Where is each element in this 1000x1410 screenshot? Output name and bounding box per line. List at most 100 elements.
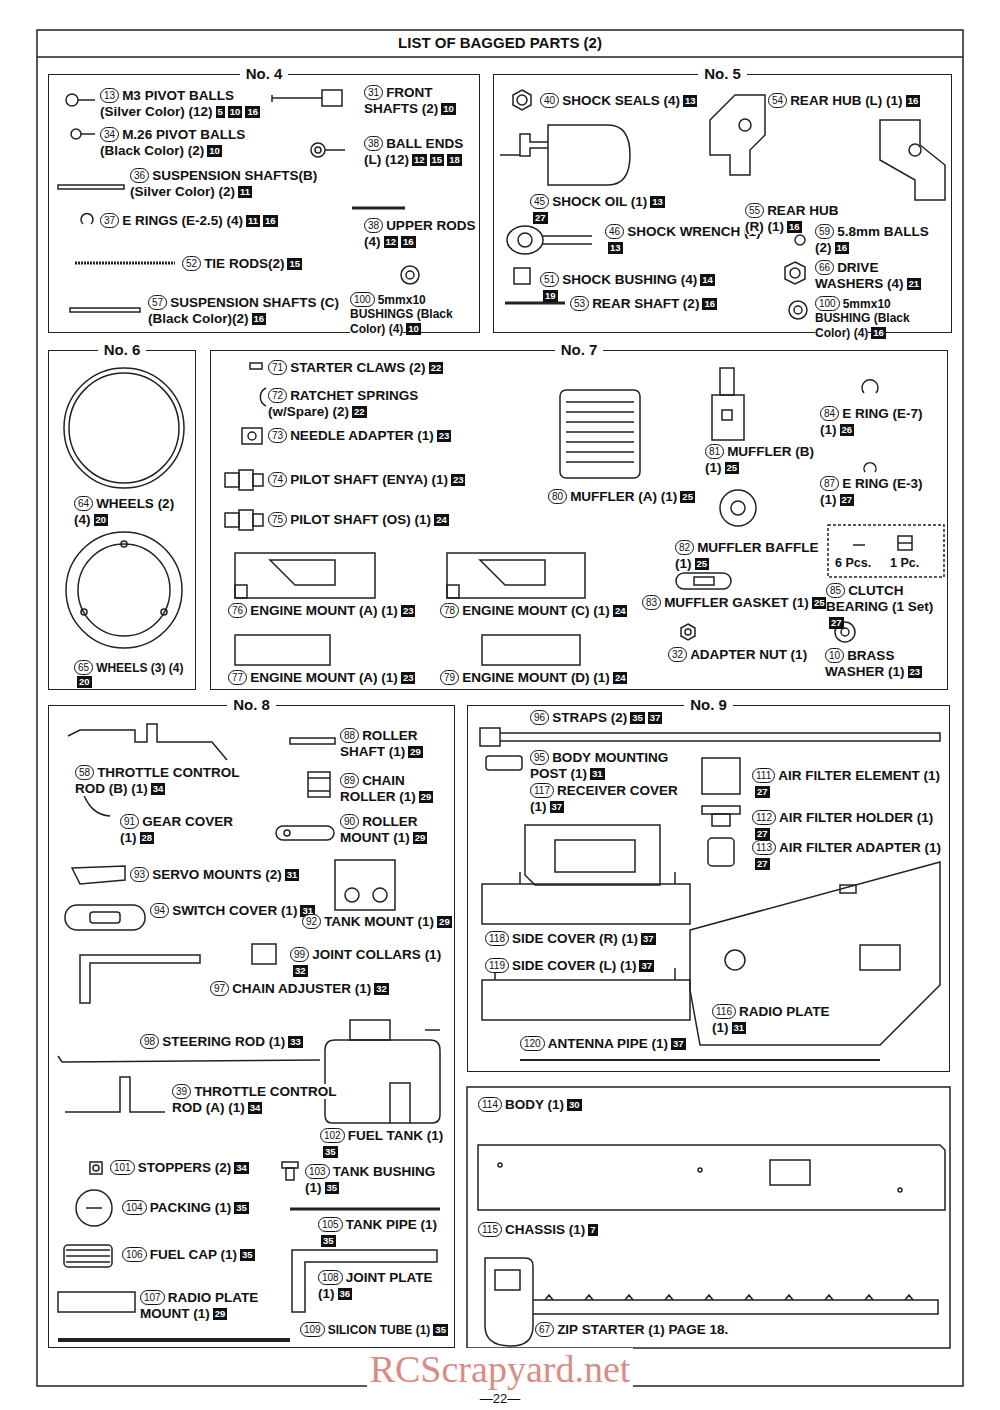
section-heading: No. 9 xyxy=(684,696,733,713)
callout-number: 84 xyxy=(820,406,839,421)
part-label: 78ENGINE MOUNT (C) (1)24 xyxy=(440,603,645,619)
step-number: 23 xyxy=(908,666,923,678)
callout-number: 10 xyxy=(825,648,844,663)
section-heading: No. 8 xyxy=(227,696,276,713)
part-name: PACKING (1) xyxy=(150,1200,232,1215)
part-label: 95BODY MOUNTING POST (1)31 xyxy=(530,750,700,782)
part-name: TIE RODS(2) xyxy=(204,256,284,271)
section-heading: No. 5 xyxy=(698,65,747,82)
part-label: 37E RINGS (E-2.5) (4)1116 xyxy=(100,213,280,229)
step-number: 32 xyxy=(374,983,389,995)
part-name: SUSPENSION SHAFTS(B) (Silver Color) (2) xyxy=(130,168,317,199)
step-number: 16 xyxy=(835,242,850,254)
part-label: 52TIE RODS(2)15 xyxy=(182,256,332,272)
part-name: AIR FILTER ELEMENT (1) xyxy=(778,768,940,783)
title-text: LIST OF BAGGED PARTS (2) xyxy=(398,34,602,51)
part-label: 58THROTTLE CONTROL ROD (B) (1)34 xyxy=(75,765,260,797)
part-name: PILOT SHAFT (OS) (1) xyxy=(290,512,431,527)
part-label: 101STOPPERS (2)34 xyxy=(110,1160,250,1176)
step-number: 32 xyxy=(293,965,308,977)
page-title: LIST OF BAGGED PARTS (2) xyxy=(37,33,963,53)
callout-number: 72 xyxy=(268,388,287,403)
callout-number: 117 xyxy=(530,783,554,798)
callout-number: 98 xyxy=(140,1034,159,1049)
page-number-text: —22— xyxy=(477,1391,523,1406)
callout-number: 108 xyxy=(318,1270,343,1285)
callout-number: 119 xyxy=(485,958,509,973)
callout-number: 59 xyxy=(815,224,834,239)
part-label: 38UPPER RODS (4)1216 xyxy=(364,218,476,250)
callout-number: 71 xyxy=(268,360,287,375)
callout-number: 93 xyxy=(130,867,149,882)
step-number: 35 xyxy=(234,1202,249,1214)
callout-number: 90 xyxy=(340,814,359,829)
part-name: WHEELS (3) (4) xyxy=(96,661,183,675)
quantity-text: 6 Pcs. xyxy=(835,556,871,570)
step-number: 12 xyxy=(412,154,427,166)
callout-number: 89 xyxy=(340,773,359,788)
section-heading: No. 7 xyxy=(555,341,604,358)
part-name: FUEL TANK (1) xyxy=(348,1128,444,1143)
step-number: 7 xyxy=(588,1224,597,1236)
quantity-note: 1 Pc. xyxy=(890,556,919,571)
callout-number: 74 xyxy=(268,472,287,487)
step-number: 22 xyxy=(352,406,367,418)
part-label: 97CHAIN ADJUSTER (1)32 xyxy=(210,981,400,997)
step-number: 16 xyxy=(871,327,886,339)
callout-number: 46 xyxy=(605,224,624,239)
step-number: 18 xyxy=(447,154,462,166)
step-number: 23 xyxy=(437,430,452,442)
part-name: AIR FILTER ADAPTER (1) xyxy=(779,840,941,855)
section-heading-row: No. 8 xyxy=(49,696,454,714)
quantity-text: 1 Pc. xyxy=(890,556,919,570)
part-label: 66DRIVE WASHERS (4)21 xyxy=(815,260,947,292)
part-name: ENGINE MOUNT (D) (1) xyxy=(462,670,610,685)
callout-number: 101 xyxy=(110,1160,135,1175)
callout-number: 79 xyxy=(440,670,459,685)
callout-number: 94 xyxy=(150,903,169,918)
step-number: 13 xyxy=(683,95,698,107)
step-number: 23 xyxy=(451,474,466,486)
callout-number: 102 xyxy=(320,1128,345,1143)
part-label: 32ADAPTER NUT (1) xyxy=(668,647,813,663)
part-label: 40SHOCK SEALS (4)13 xyxy=(540,93,705,109)
part-label: 75PILOT SHAFT (OS) (1)24 xyxy=(268,512,493,528)
part-name: REAR HUB (L) (1) xyxy=(790,93,903,108)
part-label: 108JOINT PLATE (1)36 xyxy=(318,1270,448,1302)
part-label: 80MUFFLER (A) (1)25 xyxy=(548,489,718,505)
part-label: 87E RING (E-3) (1)27 xyxy=(820,476,935,508)
part-name: RATCHET SPRINGS (w/Spare) (2) xyxy=(268,388,418,419)
step-number: 24 xyxy=(613,605,628,617)
step-number: 29 xyxy=(413,832,428,844)
step-number: 29 xyxy=(419,791,434,803)
step-number: 16 xyxy=(787,221,802,233)
part-label: 114BODY (1)30 xyxy=(478,1097,628,1113)
part-label: 106FUEL CAP (1)35 xyxy=(122,1247,262,1263)
step-number: 37 xyxy=(641,933,656,945)
step-number: 20 xyxy=(77,676,92,688)
part-label: 595.8mm BALLS (2)16 xyxy=(815,224,945,256)
part-name: E RINGS (E-2.5) (4) xyxy=(122,213,243,228)
callout-number: 97 xyxy=(210,981,229,996)
step-number: 25 xyxy=(725,462,740,474)
part-name: STARTER CLAWS (2) xyxy=(290,360,426,375)
step-number: 13 xyxy=(608,242,623,254)
callout-number: 105 xyxy=(318,1217,343,1232)
part-label: 105TANK PIPE (1)35 xyxy=(318,1217,448,1249)
callout-number: 73 xyxy=(268,428,287,443)
callout-number: 118 xyxy=(485,931,509,946)
step-number: 23 xyxy=(401,605,416,617)
callout-number: 34 xyxy=(100,127,119,142)
callout-number: 53 xyxy=(570,296,589,311)
title-rule xyxy=(37,56,963,58)
part-name: MUFFLER GASKET (1) xyxy=(664,595,809,610)
part-label: 13M3 PIVOT BALLS (Silver Color) (12)5101… xyxy=(100,88,275,120)
part-name: SHOCK WRENCH (1) xyxy=(627,224,761,239)
part-label: 67ZIP STARTER (1) PAGE 18. xyxy=(535,1322,815,1338)
callout-number: 100 xyxy=(815,296,840,311)
part-name: REAR SHAFT (2) xyxy=(592,296,699,311)
watermark-text: RCScrapyard.net xyxy=(367,1348,634,1390)
part-name: PILOT SHAFT (ENYA) (1) xyxy=(290,472,448,487)
step-number: 10 xyxy=(207,145,222,157)
step-number: 16 xyxy=(245,106,260,118)
